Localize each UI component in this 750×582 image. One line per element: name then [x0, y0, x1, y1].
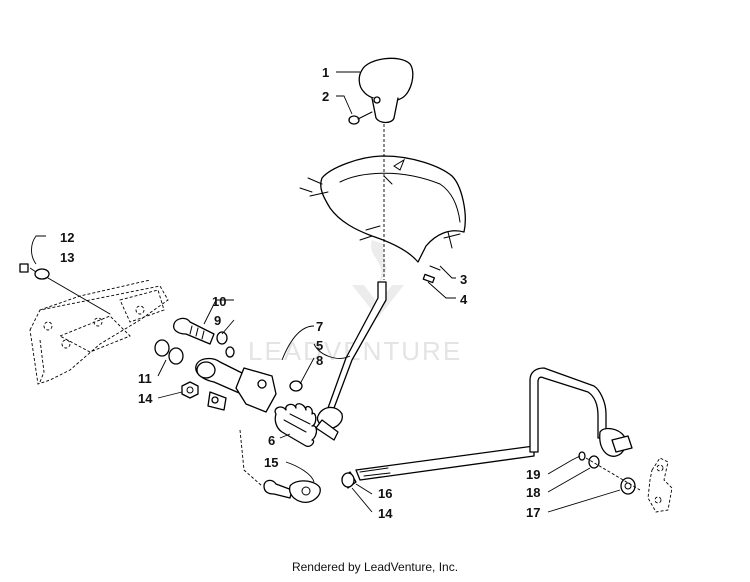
pivot-bolt: [172, 317, 215, 345]
return-spring: [274, 403, 318, 447]
shift-arm-dashed: [647, 457, 673, 513]
shift-lever: [315, 124, 387, 441]
callout-18: 18: [526, 485, 540, 500]
callout-13: 13: [60, 250, 74, 265]
shift-shaft-pivot: [195, 357, 277, 413]
callout-12: 12: [60, 230, 74, 245]
callout-14-left: 14: [138, 391, 153, 406]
cover-pins: [422, 265, 441, 284]
washer-pair: [216, 331, 235, 358]
callout-11: 11: [138, 371, 152, 386]
rod-end-ball-joint: [239, 429, 321, 503]
callout-labels: 1 2 3 4 5 6 7 8 9 10 11 12 13 14 14 15 1…: [60, 65, 540, 521]
knob-screw: [348, 111, 373, 125]
linkage-hardware: [578, 451, 641, 495]
callout-2: 2: [322, 89, 329, 104]
callout-3: 3: [460, 272, 467, 287]
callout-4: 4: [460, 292, 468, 307]
callout-1: 1: [322, 65, 329, 80]
bolt-and-washer: [19, 263, 111, 315]
frame-bracket: [29, 279, 169, 385]
leader-lines: [31, 71, 621, 513]
o-rings: [154, 339, 184, 365]
callout-5: 5: [316, 338, 323, 353]
callout-6: 6: [268, 433, 275, 448]
callout-17: 17: [526, 505, 540, 520]
shift-cover: [299, 155, 466, 263]
callout-19: 19: [526, 467, 540, 482]
shift-linkage-rod: [341, 367, 633, 489]
footer-credit: Rendered by LeadVenture, Inc.: [291, 560, 459, 574]
nut: [289, 380, 303, 392]
shift-knob: [358, 57, 414, 124]
callout-14-bottom: 14: [378, 506, 393, 521]
callout-8: 8: [316, 353, 323, 368]
lock-nut: [181, 381, 199, 399]
callout-7: 7: [316, 319, 323, 334]
callout-10: 10: [212, 294, 226, 309]
callout-9: 9: [214, 313, 221, 328]
callout-15: 15: [264, 455, 278, 470]
callout-16: 16: [378, 486, 392, 501]
